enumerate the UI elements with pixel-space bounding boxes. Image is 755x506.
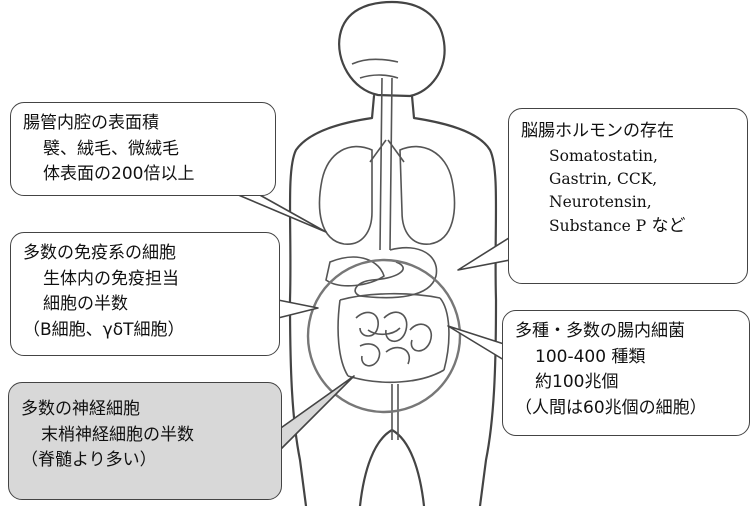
pointer-surface [236,194,326,232]
nerve-line-2: 末梢神経細胞の半数 [21,423,269,449]
nasal-cavity [352,59,398,78]
callout-immune-cells: 多数の免疫系の細胞 生体内の免疫担当 細胞の半数 （B細胞、γδT細胞） [10,232,280,356]
body-outline-legs [360,430,424,506]
body-outline-torso [290,96,496,506]
immune-line-3: 細胞の半数 [23,292,267,318]
esophagus [380,78,392,250]
surface-line-1: 腸管内腔の表面積 [23,111,263,137]
surface-line-3: 体表面の200倍以上 [23,162,263,188]
hormone-item: Neurotensin, [521,191,735,214]
lung-left [320,147,372,245]
bacteria-line-1: 多種・多数の腸内細菌 [515,319,737,345]
immune-line-2: 生体内の免疫担当 [23,267,267,293]
bacteria-line-2: 100-400 種類 [515,345,737,371]
callout-surface-area: 腸管内腔の表面積 襞、絨毛、微絨毛 体表面の200倍以上 [10,102,276,196]
surface-line-2: 襞、絨毛、微絨毛 [23,137,263,163]
hormone-item: Substance P [549,217,646,235]
pointer-nerve [278,376,354,450]
hormone-item: Gastrin, CCK, [521,168,735,191]
bronchi [370,140,404,162]
hormone-item-last: Substance P など [521,214,735,240]
immune-line-4: （B細胞、γδT細胞） [23,318,267,344]
gut-highlight-circle [308,260,460,412]
nerve-line-3: （脊髄より多い） [21,448,269,474]
callout-gut-bacteria: 多種・多数の腸内細菌 100-400 種類 約100兆個 （人間は60兆個の細胞… [502,310,750,436]
hormone-item: Somatostatin, [521,145,735,168]
lung-right [400,147,454,245]
hormones-suffix: など [652,216,686,236]
immune-line-1: 多数の免疫系の細胞 [23,241,267,267]
bacteria-line-4: （人間は60兆個の細胞） [515,396,737,422]
bacteria-line-3: 約100兆個 [515,370,737,396]
small-intestine [356,312,431,366]
hormones-title: 脳腸ホルモンの存在 [521,119,735,145]
callout-nerve-cells: 多数の神経細胞 末梢神経細胞の半数 （脊髄より多い） [8,382,282,500]
callout-brain-gut-hormones: 脳腸ホルモンの存在 Somatostatin, Gastrin, CCK, Ne… [508,108,748,284]
nerve-line-1: 多数の神経細胞 [21,397,269,423]
large-intestine [338,294,449,383]
